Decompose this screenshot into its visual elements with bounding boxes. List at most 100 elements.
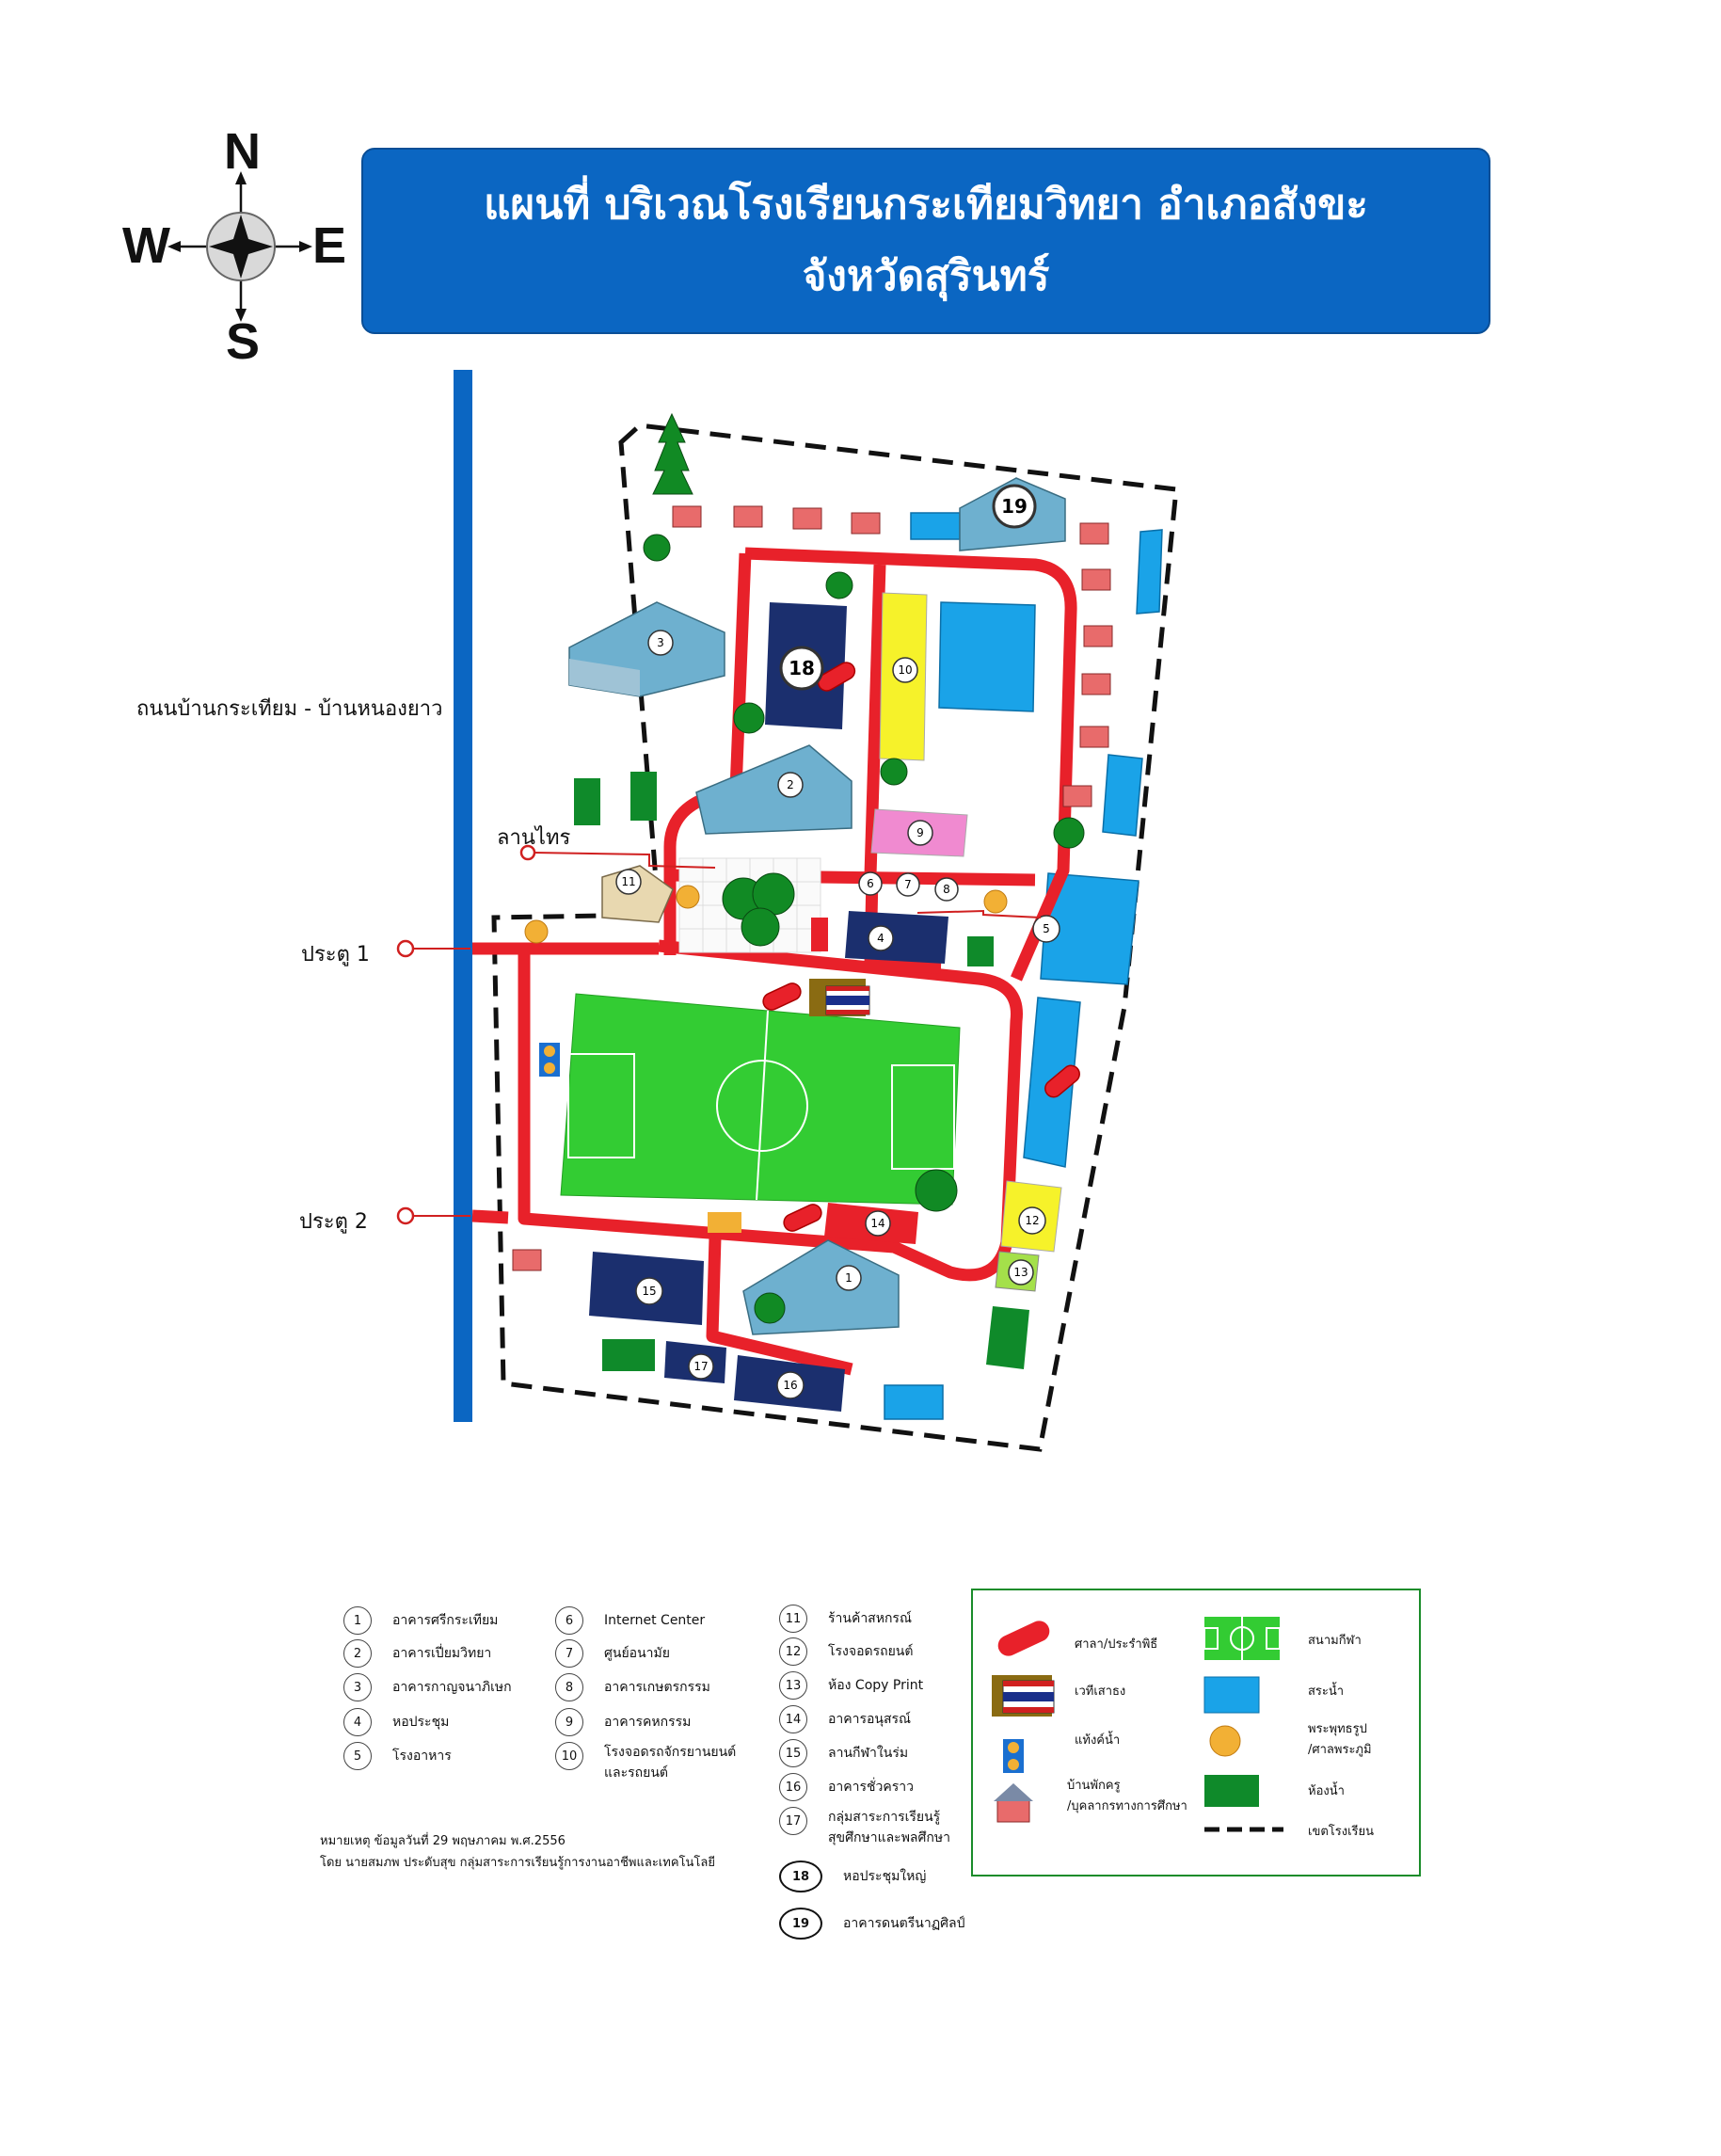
pool [910, 512, 961, 540]
water-tank [539, 1043, 560, 1077]
legend-number: 17 [779, 1807, 807, 1835]
note-line-1: หมายเหตุ ข้อมูลวันที่ 29 พฤษภาคม พ.ศ.255… [320, 1834, 566, 1848]
legend-number: 18 [779, 1861, 822, 1892]
legend-label-line: โรงจอดรถจักรยานยนต์ [604, 1745, 737, 1760]
main-road [454, 370, 472, 1422]
building-marker-10 [892, 657, 918, 683]
key-boundary: เขตโรงเรียน [1308, 1825, 1375, 1839]
building-marker-label-9: 9 [916, 826, 924, 839]
building-marker-1 [836, 1265, 862, 1291]
toilets [602, 772, 1029, 1371]
gate-markers [396, 844, 1042, 1225]
building-marker-label-16: 16 [783, 1379, 797, 1392]
building-marker-label-10: 10 [898, 663, 912, 677]
building-4 [845, 911, 948, 964]
building-marker-6 [858, 871, 883, 896]
legend-number: 4 [343, 1708, 372, 1736]
legend-number: 15 [779, 1739, 807, 1767]
building-marker-19 [992, 484, 1037, 529]
legend-number: 14 [779, 1705, 807, 1733]
legend-number: 5 [343, 1742, 372, 1770]
pool [884, 1384, 944, 1420]
map-title-line1: แผนที่ บริเวณโรงเรียนกระเทียมวิทยา อำเภอ… [484, 181, 1368, 229]
compass-rose-icon [167, 171, 312, 322]
pool [1102, 754, 1143, 837]
buddha-shrines [524, 885, 1008, 944]
legend-item-16: 16 อาคารชั่วคราว [779, 1773, 914, 1801]
building-marker-12 [1018, 1206, 1046, 1235]
building-marker-15 [635, 1277, 663, 1305]
legend-label: ร้านค้าสหกรณ์ [828, 1611, 912, 1626]
building-marker-2 [777, 772, 804, 798]
orange-block [708, 1212, 741, 1233]
legend-label: ศูนย์อนามัย [604, 1646, 670, 1661]
house-icon [996, 1798, 1030, 1823]
building-marker-18 [779, 646, 824, 691]
legend-label-line: สุขศึกษาและพลศึกษา [828, 1830, 950, 1845]
shrines [762, 662, 1080, 1232]
legend-label: อาคารอนุสรณ์ [828, 1712, 912, 1727]
legend-label: ลานกีฬาในร่ม [828, 1746, 909, 1761]
legend-number: 9 [555, 1708, 583, 1736]
legend-label: อาคารเกษตรกรรม [604, 1680, 710, 1695]
building-marker-label-6: 6 [867, 877, 874, 890]
legend-item-15: 15 ลานกีฬาในร่ม [779, 1739, 908, 1767]
legend-label: อาคารกาญจนาภิเษก [392, 1680, 512, 1695]
building-marker-17 [688, 1353, 714, 1380]
shrine-icon [997, 1621, 1050, 1656]
compass: N S E W [113, 122, 358, 376]
building-marker-9 [907, 820, 933, 846]
legend-label: Internet Center [604, 1613, 706, 1628]
legend-number: 16 [779, 1773, 807, 1801]
legend-number: 13 [779, 1671, 807, 1700]
legend-label: อาคารชั่วคราว [828, 1780, 914, 1795]
legend-label: อาคารดนตรีนาฏศิลป์ [843, 1916, 965, 1931]
road-label: ถนนบ้านกระเทียม - บ้านหนองยาว [136, 697, 443, 721]
building-marker-7 [896, 872, 920, 897]
key-buddha-2: /ศาลพระภูมิ [1308, 1743, 1372, 1757]
building-marker-label-5: 5 [1043, 922, 1050, 935]
legend-number: 12 [779, 1637, 807, 1666]
building-marker-label-11: 11 [621, 875, 635, 888]
courtyard-label: ลานไทร [497, 826, 571, 850]
compass-north: N [224, 123, 261, 180]
legend-number: 3 [343, 1673, 372, 1701]
key-house-2: /บุคลากรทางการศึกษา [1067, 1799, 1187, 1813]
key-water-tank: แท้งค์น้ำ [1075, 1733, 1121, 1748]
legend-item-14: 14 อาคารอนุสรณ์ [779, 1705, 911, 1733]
legend-number: 1 [343, 1606, 372, 1635]
toilet-block [574, 778, 600, 825]
legend-label: อาคารศรีกระเทียม [392, 1613, 499, 1628]
building-marker-label-1: 1 [845, 1271, 853, 1285]
building-marker-4 [868, 925, 894, 951]
key-house: บ้านพักครู [1067, 1779, 1121, 1793]
legend-number: 8 [555, 1673, 583, 1701]
legend-item-3: 3 อาคารกาญจนาภิเษก [343, 1673, 512, 1701]
building-marker-5 [1032, 915, 1060, 943]
compass-east: E [312, 217, 347, 274]
key-buddha: พระพุทธรูป [1308, 1722, 1367, 1736]
building-marker-label-7: 7 [904, 878, 912, 891]
building-marker-label-15: 15 [642, 1285, 656, 1298]
key-symbols [992, 1617, 1283, 1832]
legend-item-19: 19 อาคารดนตรีนาฏศิลป์ [779, 1908, 964, 1940]
pool [938, 601, 1036, 712]
building-marker-11 [615, 869, 642, 895]
symbol-key: ศาลา/ประรำพิธี เวทีเสาธง แท้งค์น้ำ บ้านพ… [971, 1589, 1421, 1877]
trees [643, 412, 1085, 1324]
pool [1136, 529, 1163, 615]
building-marker-label-2: 2 [787, 778, 794, 791]
legend-number: 19 [779, 1908, 822, 1940]
legend-label: หอประชุม [392, 1715, 450, 1730]
building-marker-8 [934, 877, 959, 902]
key-sports: สนามกีฬา [1308, 1634, 1362, 1648]
flag-stage [809, 979, 870, 1016]
building-marker-16 [776, 1371, 805, 1399]
